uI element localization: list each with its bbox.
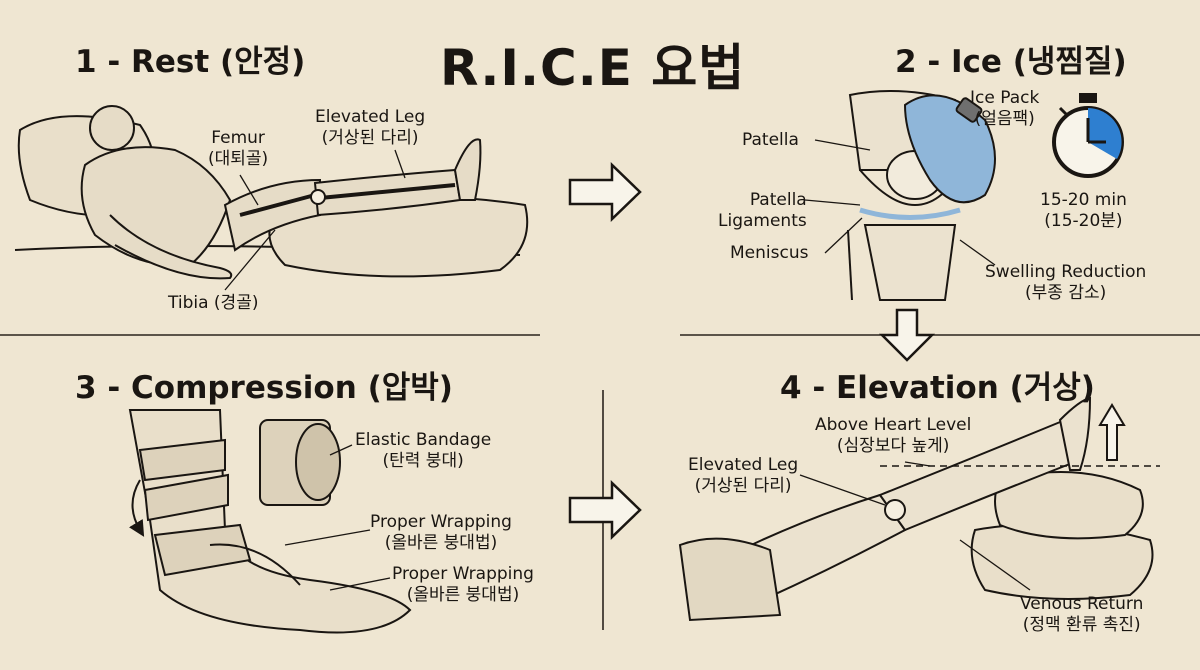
leader-proper-wrapping-1	[284, 529, 371, 546]
label-venous-return: Venous Return(정맥 환류 촉진)	[1020, 594, 1144, 635]
ice-fibula	[847, 229, 853, 301]
label-ice-pack: Ice Pack(얼음팩)	[970, 88, 1040, 129]
down-arrow-icon	[878, 308, 936, 362]
label-swelling-reduction: Swelling Reduction(부종 감소)	[985, 262, 1147, 303]
rest-illustration	[14, 105, 529, 291]
comp-wrap-1	[138, 438, 226, 482]
label-time: 15-20 min(15-20분)	[1040, 190, 1127, 231]
ice-tibia	[863, 224, 957, 301]
ice-pack-cap	[955, 97, 983, 123]
label-femur: Femur(대퇴골)	[208, 128, 269, 169]
label-elastic-bandage: Elastic Bandage(탄력 붕대)	[355, 430, 492, 471]
elevation-title: 4 - Elevation (거상)	[780, 370, 1095, 406]
leader-elevated-leg	[394, 149, 406, 179]
leader-proper-wrapping-2	[329, 577, 391, 591]
leader-femur	[239, 174, 259, 206]
leader-patella-ligaments	[804, 199, 861, 206]
label-tibia: Tibia (경골)	[168, 293, 259, 313]
leader-patella	[814, 139, 871, 151]
leader-swelling	[959, 239, 996, 266]
label-above-heart: Above Heart Level(심장보다 높게)	[815, 415, 972, 456]
label-proper-wrapping-1: Proper Wrapping(올바른 붕대법)	[370, 512, 512, 553]
rest-tibia-bone	[319, 183, 456, 200]
comp-roll-end	[295, 423, 341, 501]
up-arrow-icon	[1098, 403, 1126, 461]
elev-pillow-upper	[994, 471, 1144, 540]
comp-rotation-arrow	[129, 479, 145, 537]
leader-meniscus	[824, 217, 863, 254]
compression-illustration	[128, 409, 412, 634]
right-arrow-icon	[568, 480, 642, 540]
elevation-illustration	[678, 396, 1160, 622]
label-patella: Patella	[742, 130, 799, 150]
elev-body-cloth	[678, 537, 782, 622]
leader-venous-return	[959, 539, 1031, 591]
stopwatch-icon	[1052, 93, 1124, 178]
label-elevated-leg: Elevated Leg(거상된 다리)	[315, 107, 426, 148]
rest-arm	[109, 214, 233, 280]
elev-foot	[1058, 396, 1092, 471]
leader-elevated-leg-4	[799, 474, 886, 506]
rest-head	[89, 105, 135, 151]
rest-femur-bone	[239, 193, 316, 217]
label-proper-wrapping-2: Proper Wrapping(올바른 붕대법)	[392, 564, 534, 605]
leader-tibia	[224, 229, 276, 291]
comp-wrap-2	[143, 473, 229, 522]
rest-foot	[453, 138, 482, 201]
main-title: R.I.C.E 요법	[440, 39, 746, 97]
label-elevated-leg-4: Elevated Leg(거상된 다리)	[688, 455, 799, 496]
right-arrow-icon	[568, 162, 642, 222]
ice-illustration	[804, 90, 1124, 301]
elev-knee-joint	[884, 499, 906, 521]
ice-meniscus	[859, 207, 961, 220]
leader-elastic-bandage	[329, 444, 353, 456]
rest-knee-joint	[310, 189, 326, 205]
comp-wrap-3	[153, 523, 252, 577]
compression-title: 3 - Compression (압박)	[75, 370, 453, 406]
ice-title: 2 - Ice (냉찜질)	[895, 44, 1127, 80]
leader-above-heart	[904, 461, 931, 467]
label-meniscus: Meniscus	[730, 243, 809, 263]
rest-title: 1 - Rest (안정)	[75, 44, 306, 80]
comp-wrap-4	[209, 543, 301, 586]
